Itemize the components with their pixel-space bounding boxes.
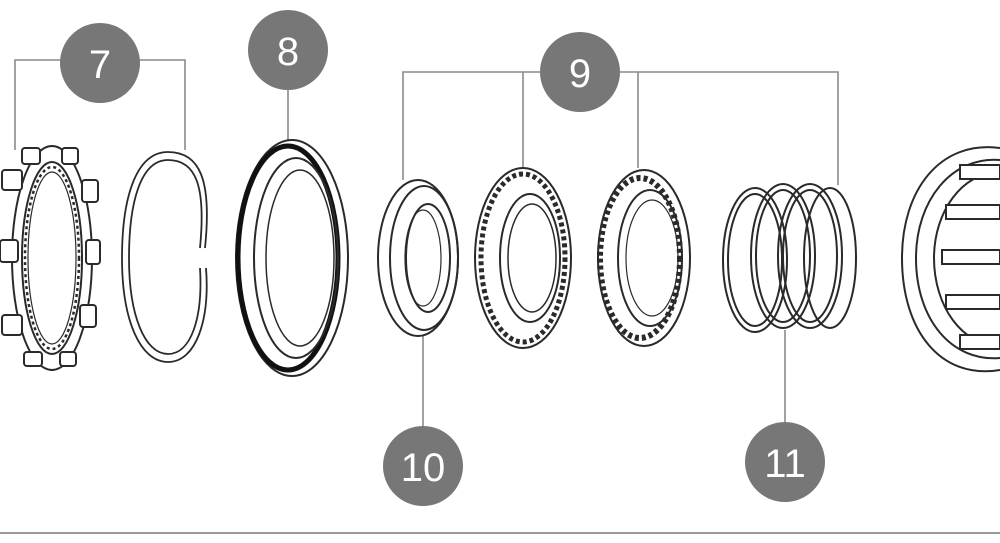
callout-11: 11 — [745, 422, 825, 502]
callout-7-label: 7 — [89, 43, 111, 87]
star-ratchet-icon — [597, 169, 691, 347]
hub-shell-icon — [900, 146, 1000, 373]
spacer-ring-icon — [377, 179, 459, 337]
snap-ring-icon — [121, 151, 208, 363]
callout-10: 10 — [383, 426, 463, 506]
callout-7: 7 — [60, 23, 140, 103]
coil-spring-icon — [722, 183, 857, 333]
leader-line-9 — [402, 71, 839, 185]
callout-9: 9 — [540, 32, 620, 112]
callout-11-label: 11 — [764, 442, 806, 486]
callout-10-label: 10 — [401, 446, 446, 490]
callout-9-label: 9 — [569, 52, 591, 96]
star-ratchet-icon — [474, 167, 572, 349]
ratchet-driver-ring-icon — [0, 145, 101, 371]
seal-ring-icon — [235, 139, 349, 377]
callout-8: 8 — [248, 10, 328, 90]
leader-line-7 — [14, 59, 186, 150]
callout-8-label: 8 — [277, 30, 299, 74]
